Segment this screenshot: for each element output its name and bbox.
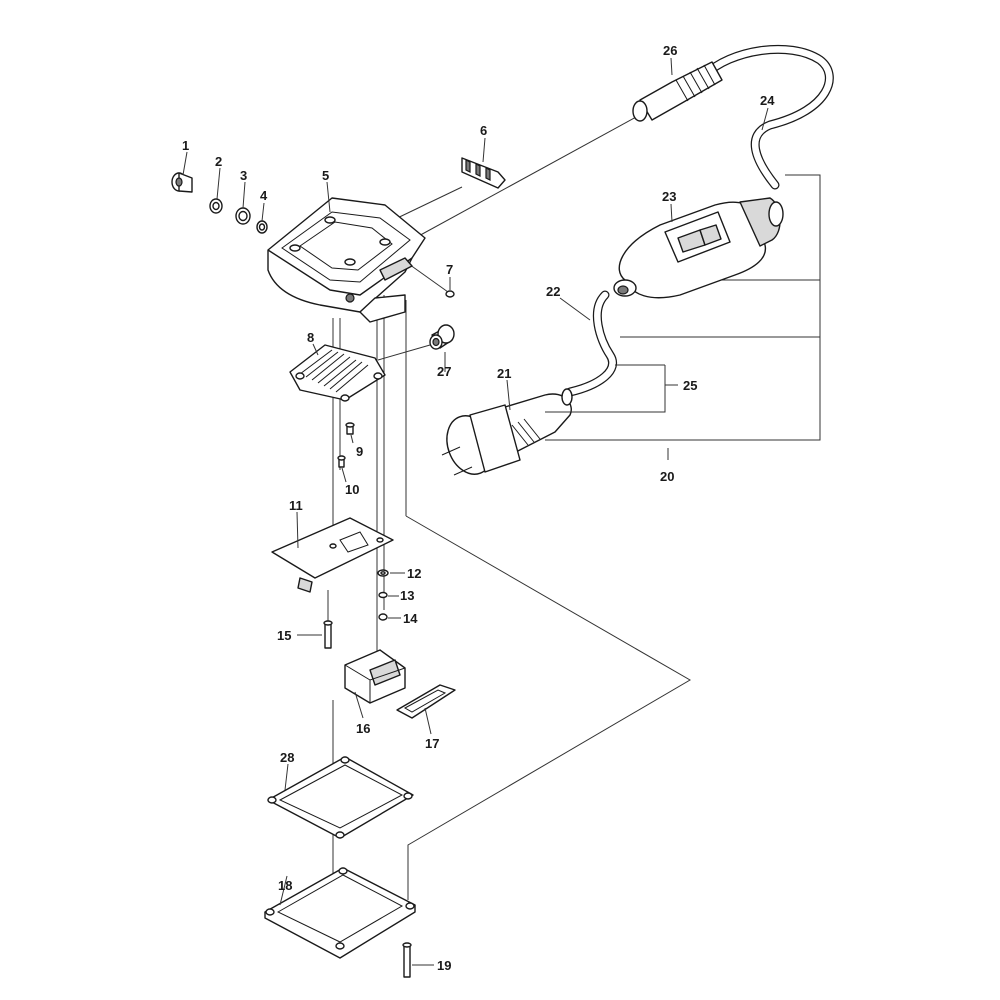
- circuit-board-part: [271, 517, 394, 593]
- o-ring-part-3: [235, 207, 251, 225]
- callout-22: 22: [546, 284, 560, 299]
- callout-20: 20: [660, 469, 674, 484]
- washer-part-13: [378, 591, 388, 599]
- screw-part-9: [345, 422, 355, 435]
- callout-6: 6: [480, 123, 487, 138]
- callout-7: 7: [446, 262, 453, 277]
- gasket-part: [267, 756, 414, 839]
- bushing-part: [429, 324, 455, 350]
- callout-3: 3: [240, 168, 247, 183]
- callout-5: 5: [322, 168, 329, 183]
- callout-8: 8: [307, 330, 314, 345]
- callout-16: 16: [356, 721, 370, 736]
- switch-part: [344, 649, 406, 704]
- washer-part-12: [377, 569, 389, 577]
- callout-14: 14: [403, 611, 418, 626]
- screw-part-10: [337, 455, 346, 468]
- callout-15: 15: [277, 628, 291, 643]
- callout-19: 19: [437, 958, 451, 973]
- prcd-unit-part: [613, 197, 784, 299]
- callout-27: 27: [437, 364, 451, 379]
- callout-13: 13: [400, 588, 414, 603]
- washer-part-2: [209, 198, 223, 214]
- fitting-part-1: [171, 172, 193, 193]
- callout-28: 28: [280, 750, 294, 765]
- callout-10: 10: [345, 482, 359, 497]
- callout-17: 17: [425, 736, 439, 751]
- switch-housing-part: [267, 197, 426, 323]
- callout-labels: 1 2 3 4 5 6 7 8 9 10 11 12 13 14 15 16 1…: [182, 43, 775, 973]
- screw-part-19: [402, 942, 412, 978]
- callout-9: 9: [356, 444, 363, 459]
- plug-part: [441, 388, 573, 476]
- assembly-lines: [327, 115, 821, 930]
- callout-4: 4: [260, 188, 268, 203]
- callout-24: 24: [760, 93, 775, 108]
- callout-leaders: [182, 57, 769, 966]
- callout-25: 25: [683, 378, 697, 393]
- callout-11: 11: [289, 498, 303, 513]
- callout-18: 18: [278, 878, 292, 893]
- callout-12: 12: [407, 566, 421, 581]
- seal-part: [396, 684, 456, 719]
- callout-23: 23: [662, 189, 676, 204]
- heat-sink-part: [289, 344, 386, 402]
- screw-part-14: [378, 613, 388, 621]
- callout-21: 21: [497, 366, 511, 381]
- screw-part-7: [445, 290, 455, 298]
- nut-part-4: [256, 220, 268, 234]
- callout-1: 1: [182, 138, 189, 153]
- cable-gland-part: [632, 61, 723, 122]
- callout-2: 2: [215, 154, 222, 169]
- power-cable: [565, 44, 834, 397]
- callout-26: 26: [663, 43, 677, 58]
- terminal-block-part: [461, 157, 506, 189]
- bottom-cover-part: [264, 867, 416, 959]
- screw-part-15: [323, 620, 333, 649]
